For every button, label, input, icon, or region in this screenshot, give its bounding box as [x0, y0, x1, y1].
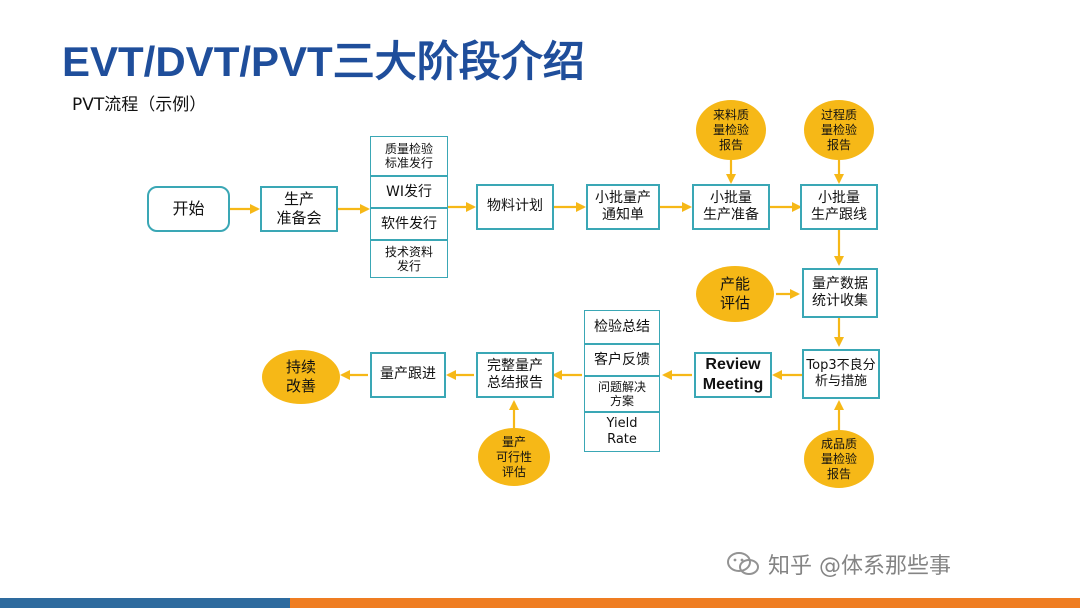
node-software-release: 软件发行 — [370, 208, 448, 240]
node-customer-feedback-label: 客户反馈 — [594, 351, 650, 368]
node-yield-rate-label: Yield Rate — [606, 416, 638, 447]
node-continuous-improve: 持续 改善 — [262, 350, 340, 404]
node-data-collect-label: 量产数据 统计收集 — [812, 275, 868, 310]
node-small-batch-notice-label: 小批量产 通知单 — [595, 189, 651, 224]
input-mp-feasibility-label: 量产 可行性 评估 — [495, 434, 532, 479]
node-review-meeting: Review Meeting — [694, 352, 772, 398]
node-material-plan-label: 物料计划 — [487, 198, 543, 215]
node-customer-feedback: 客户反馈 — [584, 344, 660, 376]
page-title: EVT/DVT/PVT三大阶段介绍 — [62, 38, 585, 85]
node-tech-docs-label: 技术资料 发行 — [384, 244, 433, 273]
node-review-meeting-label: Review Meeting — [702, 356, 764, 393]
footer-bar-blue — [0, 598, 290, 608]
input-process-quality-label: 过程质 量检验 报告 — [820, 107, 857, 152]
node-mp-follow: 量产跟进 — [370, 352, 446, 398]
node-full-summary-label: 完整量产 总结报告 — [487, 357, 543, 392]
input-incoming-quality-label: 来料质 量检验 报告 — [712, 107, 749, 152]
node-prep-meeting: 生产 准备会 — [260, 186, 338, 232]
input-process-quality: 过程质 量检验 报告 — [804, 100, 874, 160]
input-mp-feasibility: 量产 可行性 评估 — [478, 428, 550, 486]
node-inspection-summary: 检验总结 — [584, 310, 660, 344]
node-software-release-label: 软件发行 — [381, 215, 437, 232]
node-wi-release: WI发行 — [370, 176, 448, 208]
node-solution: 问题解决 方案 — [584, 376, 660, 412]
node-prep-meeting-label: 生产 准备会 — [276, 190, 322, 227]
node-top3: Top3不良分 析与措施 — [802, 349, 880, 399]
input-product-quality-label: 成品质 量检验 报告 — [820, 436, 857, 481]
node-inspection-summary-label: 检验总结 — [594, 318, 650, 335]
node-top3-label: Top3不良分 析与措施 — [806, 357, 876, 389]
watermark: 知乎 @体系那些事 — [726, 548, 951, 580]
input-capacity-eval-label: 产能 评估 — [719, 275, 750, 312]
page-subtitle: PVT流程（示例） — [72, 95, 207, 115]
node-quality-std: 质量检验 标准发行 — [370, 136, 448, 176]
node-small-batch-prep-label: 小批量 生产准备 — [703, 189, 759, 224]
node-start: 开始 — [147, 186, 230, 232]
node-tech-docs: 技术资料 发行 — [370, 240, 448, 278]
input-capacity-eval: 产能 评估 — [696, 266, 774, 322]
node-small-batch-follow: 小批量 生产跟线 — [800, 184, 878, 230]
node-full-summary: 完整量产 总结报告 — [476, 352, 554, 398]
node-material-plan: 物料计划 — [476, 184, 554, 230]
node-continuous-improve-label: 持续 改善 — [285, 358, 316, 395]
input-product-quality: 成品质 量检验 报告 — [804, 430, 874, 488]
footer-bar-orange — [290, 598, 1080, 608]
watermark-text: 知乎 @体系那些事 — [768, 554, 951, 579]
input-incoming-quality: 来料质 量检验 报告 — [696, 100, 766, 160]
node-solution-label: 问题解决 方案 — [597, 379, 646, 408]
node-small-batch-notice: 小批量产 通知单 — [586, 184, 660, 230]
node-start-label: 开始 — [172, 199, 205, 218]
node-small-batch-follow-label: 小批量 生产跟线 — [811, 189, 867, 224]
node-small-batch-prep: 小批量 生产准备 — [692, 184, 770, 230]
node-wi-release-label: WI发行 — [386, 183, 432, 200]
node-yield-rate: Yield Rate — [584, 412, 660, 452]
node-quality-std-label: 质量检验 标准发行 — [384, 141, 433, 170]
wechat-icon — [726, 551, 760, 577]
node-data-collect: 量产数据 统计收集 — [802, 268, 878, 318]
node-mp-follow-label: 量产跟进 — [380, 366, 436, 383]
